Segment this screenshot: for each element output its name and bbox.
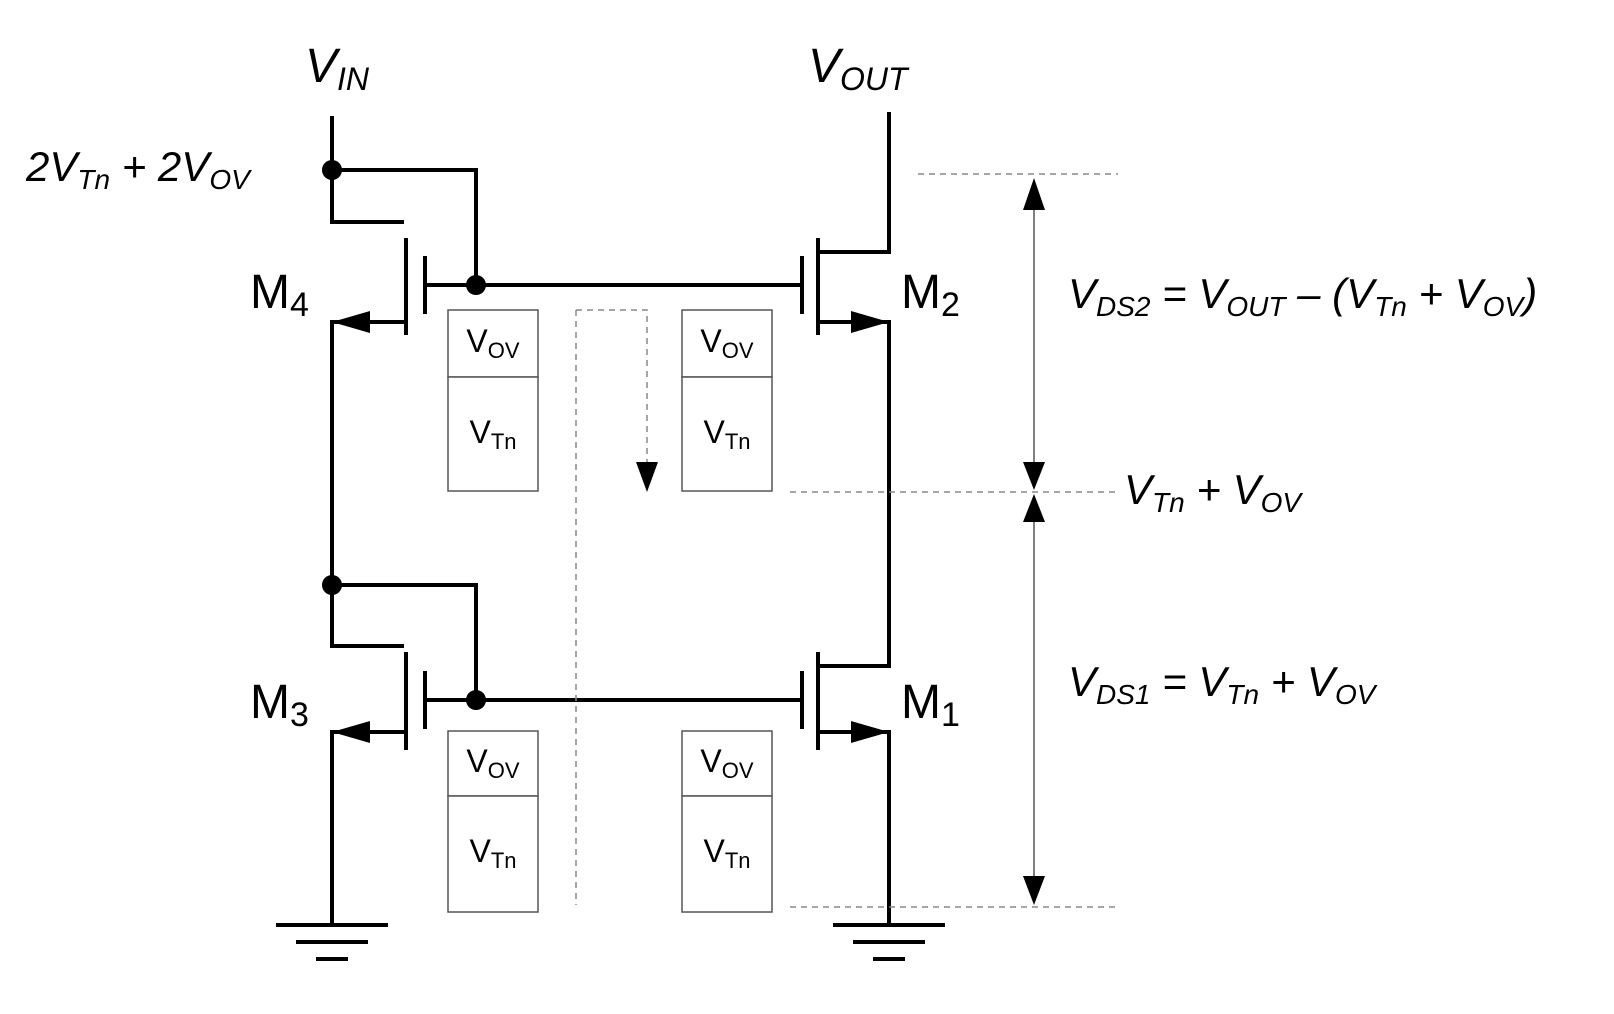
m2-voltage-stack: VOV VTn <box>681 309 773 492</box>
m3-transistor-symbol <box>330 652 427 750</box>
mid-left-junction-dot <box>322 575 342 595</box>
bias-voltage-label: 2VTn + 2VOV <box>25 143 252 195</box>
vov-label: VOV <box>700 323 753 363</box>
left-ground-icon <box>276 923 388 961</box>
vds2-equation: VDS2 = VOUT – (VTn + VOV) <box>1068 270 1537 322</box>
vds1-dimension-arrow <box>1023 494 1045 905</box>
m2-transistor-symbol <box>800 238 891 335</box>
m3-voltage-stack: VOV VTn <box>447 730 539 913</box>
vov-label: VOV <box>466 323 519 363</box>
vout-label: VOUT <box>808 40 910 97</box>
vin-label: VIN <box>305 40 370 97</box>
m1-label: M1 <box>901 676 960 734</box>
vout-wire <box>816 112 891 254</box>
vtn-label: VTn <box>469 414 516 454</box>
bias-junction-dot <box>322 160 342 180</box>
vov-label: VOV <box>700 743 753 783</box>
right-ground-icon <box>833 923 945 961</box>
m3-gate-junction-dot <box>466 690 486 710</box>
mid-voltage-label: VTn + VOV <box>1124 466 1303 518</box>
m4-source-to-m3-drain-wire <box>330 320 404 648</box>
shift-arrow-head <box>636 462 658 492</box>
vtn-label: VTn <box>703 414 750 454</box>
m4-transistor-symbol <box>330 238 427 335</box>
m2-source-to-m1-drain-wire <box>816 320 891 668</box>
m4-gate-junction-dot <box>466 275 486 295</box>
m1-transistor-symbol <box>800 652 891 750</box>
vov-label: VOV <box>466 743 519 783</box>
m4-label: M4 <box>250 266 309 324</box>
m3-gate-feedback-wire <box>330 583 478 702</box>
vtn-label: VTn <box>469 833 516 873</box>
vin-wire <box>330 116 404 224</box>
m4-gate-feedback-wire <box>330 168 478 287</box>
m3-label: M3 <box>250 676 309 734</box>
m4-voltage-stack: VOV VTn <box>447 309 539 492</box>
shift-dashed-arrow <box>576 309 648 462</box>
m2-label: M2 <box>901 266 960 324</box>
vds1-equation: VDS1 = VTn + VOV <box>1068 658 1378 710</box>
m1-voltage-stack: VOV VTn <box>681 730 773 913</box>
vtn-label: VTn <box>703 833 750 873</box>
vds2-dimension-arrow <box>1023 178 1045 490</box>
